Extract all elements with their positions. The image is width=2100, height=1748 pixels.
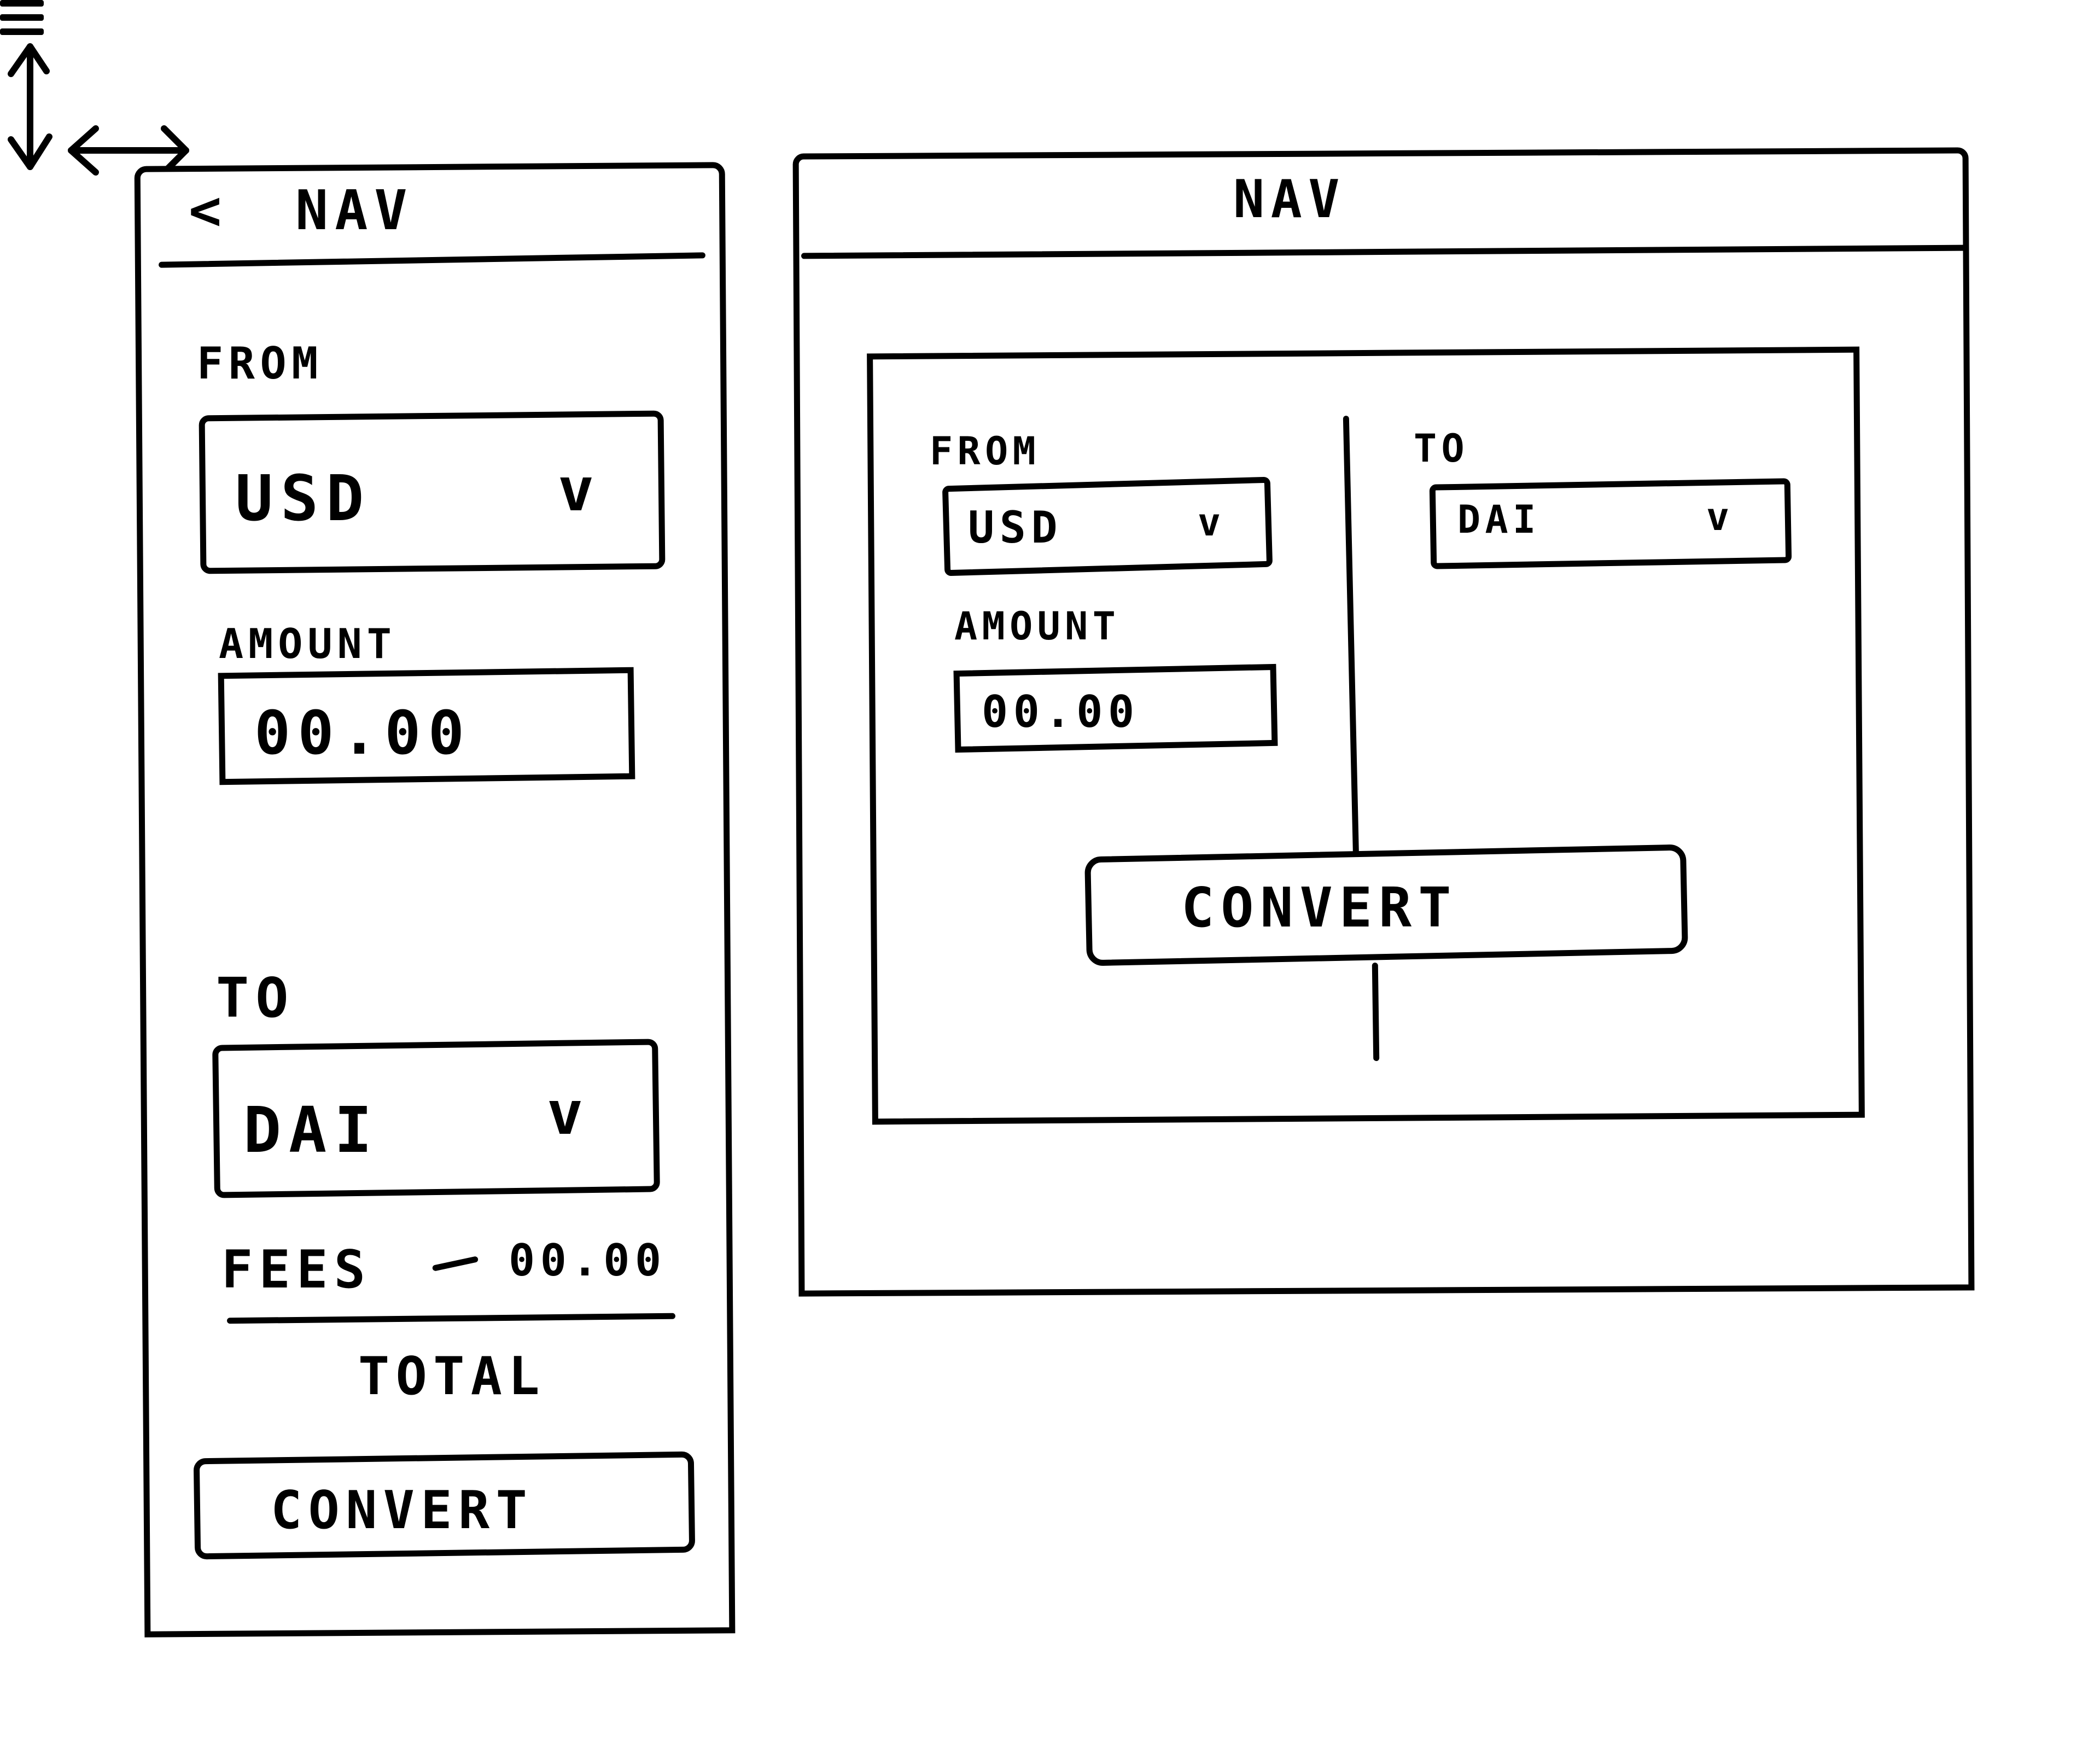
mobile-from-label: FROM xyxy=(197,338,324,389)
desktop-convert-label: CONVERT xyxy=(1181,876,1458,940)
chevron-down-icon[interactable]: v xyxy=(547,1078,591,1148)
desktop-nav-title: NAV xyxy=(1233,170,1346,230)
desktop-to-currency-value: DAI xyxy=(1457,497,1541,542)
mobile-fees-label: FEES xyxy=(221,1240,372,1300)
desktop-amount-label: AMOUNT xyxy=(954,604,1121,649)
desktop-from-label: FROM xyxy=(930,429,1041,474)
chevron-down-icon[interactable]: v xyxy=(1706,494,1734,539)
mobile-amount-value: 00.00 xyxy=(254,698,472,768)
desktop-amount-value: 00.00 xyxy=(982,686,1140,737)
back-arrow-icon[interactable]: < xyxy=(189,178,229,242)
desktop-to-label: TO xyxy=(1414,426,1469,471)
mobile-nav-title: NAV xyxy=(295,178,414,242)
horizontal-swap-arrow-icon[interactable] xyxy=(63,120,194,180)
mobile-from-currency-value: USD xyxy=(235,462,372,535)
mobile-amount-label: AMOUNT xyxy=(219,620,396,668)
chevron-down-icon[interactable]: v xyxy=(558,455,602,525)
mobile-total-label: TOTAL xyxy=(358,1347,546,1407)
desktop-from-currency-value: USD xyxy=(968,502,1063,553)
mobile-to-label: TO xyxy=(216,966,295,1030)
hamburger-menu-icon[interactable] xyxy=(0,0,44,38)
mobile-to-currency-value: DAI xyxy=(243,1094,380,1167)
vertical-swap-arrow-icon[interactable] xyxy=(0,38,60,180)
chevron-down-icon[interactable]: v xyxy=(1198,500,1226,545)
mobile-fees-value: 00.00 xyxy=(509,1235,667,1286)
mobile-convert-label: CONVERT xyxy=(271,1481,534,1541)
